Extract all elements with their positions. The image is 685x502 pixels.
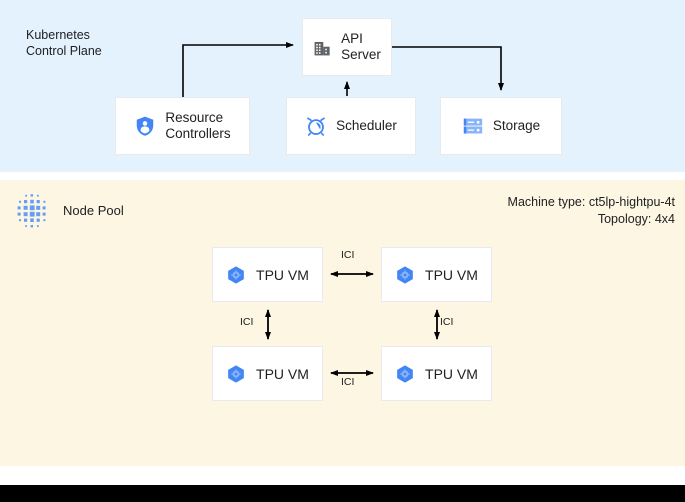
tpu-vm-label: TPU VM — [425, 266, 478, 283]
bottom-strip — [0, 485, 685, 502]
tpu-vm-label: TPU VM — [256, 266, 309, 283]
resource-controllers-label: Resource Controllers — [165, 110, 231, 141]
machine-info: Machine type: ct5lp-hightpu-4t Topology:… — [508, 194, 675, 228]
storage-box[interactable]: Storage — [440, 97, 562, 155]
shield-person-icon — [137, 116, 154, 136]
topology-text: Topology: 4x4 — [597, 212, 675, 226]
tpu-hexagon-icon — [397, 265, 413, 284]
ici-link-label: ICI — [440, 316, 454, 328]
node-pool-title: Node Pool — [63, 203, 124, 218]
scheduler-label: Scheduler — [336, 118, 397, 133]
control-plane-title: Kubernetes Control Plane — [26, 28, 102, 58]
tpu-vm-label: TPU VM — [425, 365, 478, 382]
tpu-vm-box[interactable]: TPU VM — [381, 247, 492, 302]
scheduler-box[interactable]: Scheduler — [286, 97, 416, 155]
tpu-vm-box[interactable]: TPU VM — [212, 346, 323, 401]
storage-label: Storage — [492, 118, 541, 133]
machine-type-text: Machine type: ct5lp-hightpu-4t — [507, 195, 675, 209]
tpu-hexagon-icon — [397, 364, 413, 383]
building-icon — [314, 41, 330, 55]
tpu-hexagon-icon — [228, 364, 244, 383]
ici-link-label: ICI — [341, 249, 355, 261]
tpu-vm-label: TPU VM — [256, 365, 309, 382]
server-stack-icon — [463, 118, 483, 134]
tpu-vm-box[interactable]: TPU VM — [381, 346, 492, 401]
alarm-clock-icon — [307, 117, 325, 136]
ici-link-label: ICI — [341, 376, 355, 388]
api-server-label: API Server — [341, 31, 381, 62]
resource-controllers-box[interactable]: Resource Controllers — [115, 97, 250, 155]
tpu-vm-box[interactable]: TPU VM — [212, 247, 323, 302]
tpu-hexagon-icon — [228, 265, 244, 284]
dot-matrix-icon — [17, 194, 46, 228]
api-server-box[interactable]: API Server — [302, 18, 392, 76]
node-pool-panel — [0, 180, 685, 466]
ici-link-label: ICI — [240, 316, 254, 328]
